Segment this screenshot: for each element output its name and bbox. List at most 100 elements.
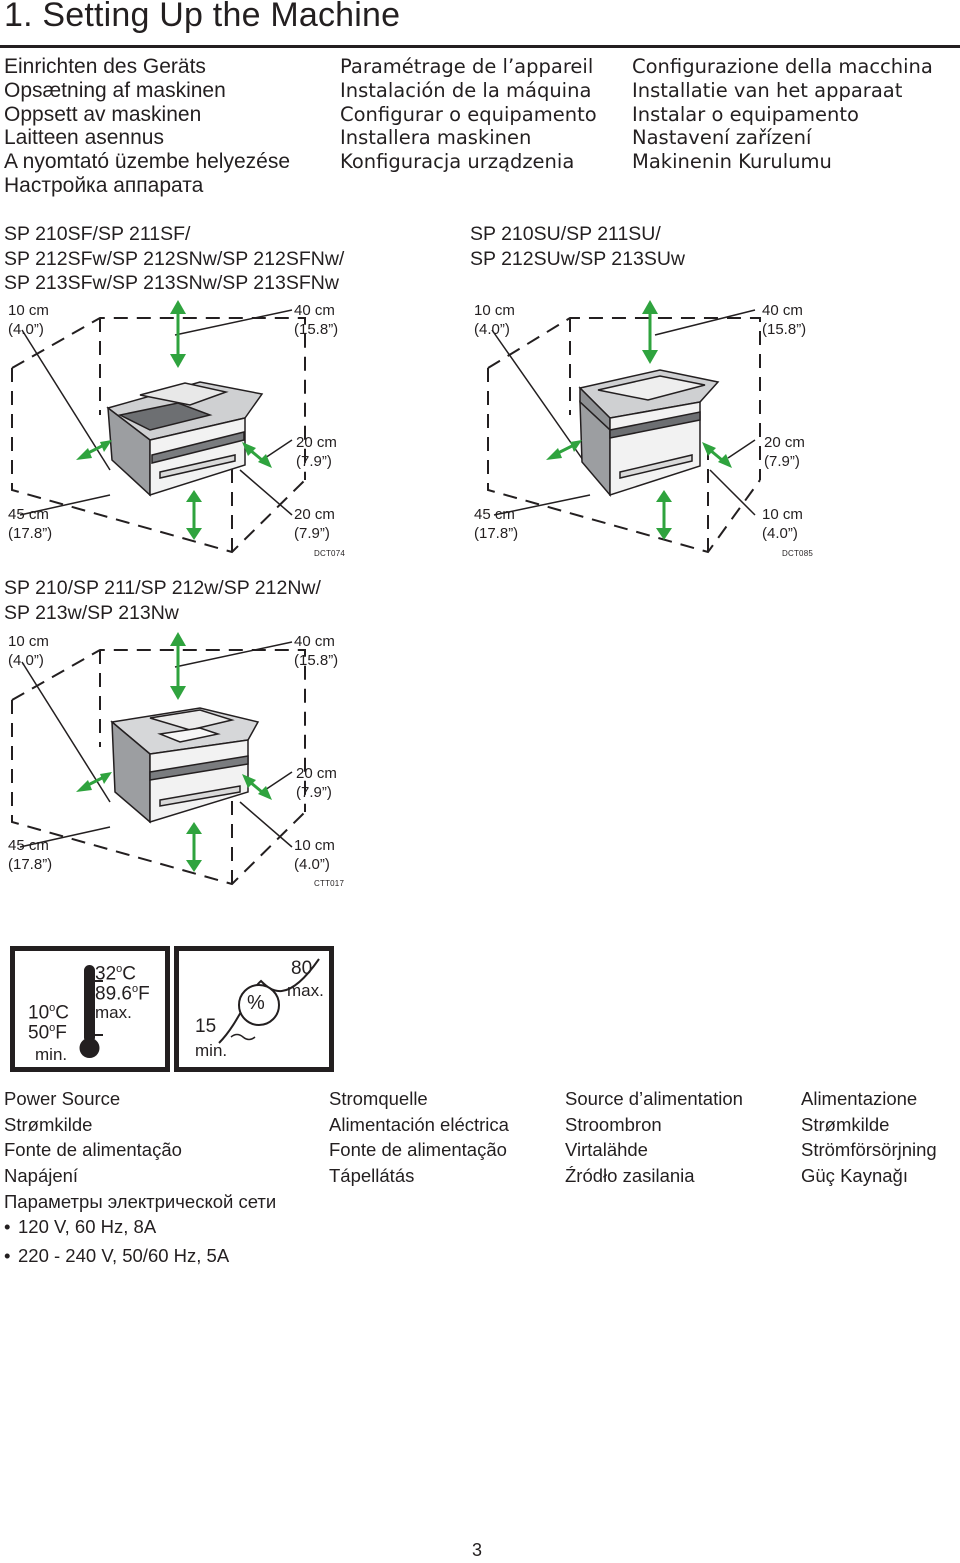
dimension-cm: 10 cm <box>474 302 515 319</box>
power-source-column-1: Power Source Strømkilde Fonte de aliment… <box>4 1086 276 1214</box>
language-heading: Configurar o equipamento <box>340 102 597 126</box>
humidity-max-label: max. <box>287 981 324 1000</box>
model-line: SP 213w/SP 213Nw <box>4 601 179 624</box>
power-source-label: Power Source <box>4 1088 121 1109</box>
clearance-bottom-right-1: 20 cm (7.9”) <box>294 506 335 544</box>
dimension-cm: 45 cm <box>474 506 515 523</box>
language-heading: Instalar o equipamento <box>632 102 859 126</box>
dimension-inch: (17.8”) <box>8 525 53 542</box>
dimension-cm: 45 cm <box>8 837 49 854</box>
power-source-label: Stromquelle <box>329 1088 428 1109</box>
dimension-inch: (17.8”) <box>474 525 519 542</box>
power-source-label: Virtalähde <box>565 1139 648 1161</box>
language-heading: Makinenin Kurulumu <box>632 150 832 174</box>
language-heading: Laitteen asennus <box>4 126 164 150</box>
bullet-icon: • <box>4 1216 11 1237</box>
power-source-label: Güç Kaynağı <box>801 1165 908 1187</box>
dimension-cm: 20 cm <box>296 765 337 782</box>
model-line: SP 212SFw/SP 212SNw/SP 212SFNw/ <box>4 247 345 270</box>
page-title: 1. Setting Up the Machine <box>4 0 401 34</box>
dimension-inch: (7.9”) <box>764 453 800 470</box>
title-rule <box>0 45 960 48</box>
humidity-min-label: min. <box>195 1041 228 1060</box>
power-source-column-4: Alimentazione Strømkilde Strömförsörjnin… <box>801 1086 937 1189</box>
language-heading: Installera maskinen <box>340 126 532 150</box>
language-heading: Paramétrage de l’appareil <box>340 55 594 78</box>
model-line: SP 210SU/SP 211SU/ <box>470 223 661 245</box>
power-spec-text: 220 - 240 V, 50/60 Hz, 5A <box>18 1245 230 1266</box>
clearance-diagram-1 <box>11 300 306 554</box>
power-spec-item: • 120 V, 60 Hz, 8A <box>4 1216 156 1238</box>
figure-code-3: CTT017 <box>314 879 345 888</box>
power-source-label: Параметры электрической сети <box>4 1190 277 1212</box>
dimension-inch: (7.9”) <box>296 784 332 801</box>
power-source-label: Źródło zasilania <box>565 1165 695 1187</box>
language-heading: Konfiguracja urządzenia <box>340 150 575 174</box>
clearance-side-1: 20 cm (7.9”) <box>296 434 337 472</box>
dimension-cm: 40 cm <box>762 302 803 319</box>
dimension-cm: 40 cm <box>294 633 335 650</box>
power-source-label: Strömförsörjning <box>801 1139 937 1161</box>
humidity-min-value: 15 <box>195 1016 217 1037</box>
dimension-inch: (15.8”) <box>294 321 339 338</box>
language-heading: Instalación de la máquina <box>340 78 592 102</box>
dimension-inch: (17.8”) <box>8 856 53 873</box>
clearance-diagram-2 <box>487 300 761 554</box>
clearance-bottom-right-3: 10 cm (4.0”) <box>294 837 335 875</box>
clearance-top-right-2: 40 cm (15.8”) <box>762 302 806 340</box>
dimension-inch: (15.8”) <box>762 321 807 338</box>
temp-min-f: 50oF <box>28 1022 67 1044</box>
language-heading: Nastavení zařízení <box>632 126 812 150</box>
clearance-bottom-left-3: 45 cm (17.8”) <box>8 837 52 875</box>
dimension-inch: (7.9”) <box>294 525 330 542</box>
language-heading: Oppsett av maskinen <box>4 102 202 126</box>
dimension-cm: 10 cm <box>762 506 803 523</box>
dimension-cm: 10 cm <box>294 837 335 854</box>
language-heading: Configurazione della macchina <box>632 55 933 78</box>
language-headings-column-2: Paramétrage de l’appareil Instalación de… <box>340 55 597 174</box>
model-line: SP 210/SP 211/SP 212w/SP 212Nw/ <box>4 577 321 599</box>
figure-code-1: DCT074 <box>314 549 345 558</box>
power-source-label: Fonte de alimentação <box>329 1139 507 1161</box>
language-headings-column-3: Configurazione della macchina Installati… <box>632 55 933 174</box>
dimension-inch: (4.0”) <box>8 321 44 338</box>
language-heading: A nyomtató üzembe helyezése <box>4 150 291 174</box>
dimension-inch: (4.0”) <box>8 652 44 669</box>
dimension-inch: (4.0”) <box>762 525 798 542</box>
power-source-label: Fonte de alimentação <box>4 1139 182 1161</box>
dimension-cm: 45 cm <box>8 506 49 523</box>
temp-max-f: 89.6oF <box>95 983 150 1005</box>
model-list-diagram-2: SP 210SU/SP 211SU/ SP 212SUw/SP 213SUw <box>470 222 685 271</box>
page-number: 3 <box>472 1540 483 1560</box>
bullet-icon: • <box>4 1245 11 1266</box>
temperature-range-box: 32oC 89.6oF max. 10oC 50oF min. <box>10 946 170 1072</box>
power-spec-text: 120 V, 60 Hz, 8A <box>18 1216 157 1237</box>
dimension-inch: (15.8”) <box>294 652 339 669</box>
model-line: SP 213SFw/SP 213SNw/SP 213SFNw <box>4 272 339 294</box>
figure-code-2: DCT085 <box>782 549 813 558</box>
dimension-inch: (4.0”) <box>294 856 330 873</box>
clearance-top-right-1: 40 cm (15.8”) <box>294 302 338 340</box>
model-list-diagram-1: SP 210SF/SP 211SF/ SP 212SFw/SP 212SNw/S… <box>4 222 344 296</box>
temp-max-c: 32oC <box>95 963 136 985</box>
clearance-bottom-left-1: 45 cm (17.8”) <box>8 506 52 544</box>
dimension-cm: 10 cm <box>8 633 49 650</box>
dimension-inch: (4.0”) <box>474 321 510 338</box>
power-source-label: Strømkilde <box>4 1113 93 1135</box>
clearance-side-3: 20 cm (7.9”) <box>296 765 337 803</box>
power-source-label: Strømkilde <box>801 1113 890 1135</box>
clearance-top-left-1: 10 cm (4.0”) <box>8 302 49 340</box>
power-source-label: Alimentazione <box>801 1088 918 1109</box>
clearance-top-right-3: 40 cm (15.8”) <box>294 633 338 671</box>
model-line: SP 212SUw/SP 213SUw <box>470 247 685 270</box>
power-source-label: Tápellátás <box>329 1165 415 1187</box>
power-source-label: Napájení <box>4 1165 79 1187</box>
percent-symbol: % <box>247 992 265 1014</box>
language-headings-column-1: Einrichten des Geräts Opsætning af maski… <box>4 55 290 198</box>
temp-max-label: max. <box>95 1003 132 1022</box>
model-line: SP 210SF/SP 211SF/ <box>4 223 191 245</box>
dimension-cm: 40 cm <box>294 302 335 319</box>
temp-min-c: 10oC <box>28 1002 69 1024</box>
power-source-column-2: Stromquelle Alimentación eléctrica Fonte… <box>329 1086 509 1189</box>
clearance-bottom-right-2: 10 cm (4.0”) <box>762 506 803 544</box>
